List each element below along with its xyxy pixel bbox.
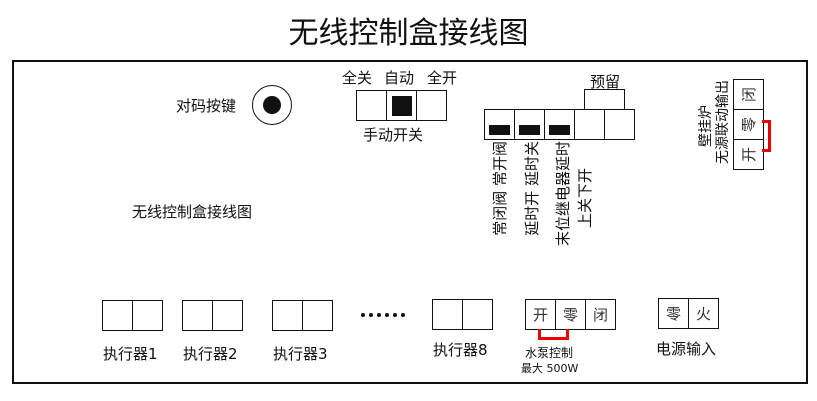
jumper-cap [489,125,510,135]
ellipsis-dot [401,313,405,317]
actuator-8-label: 执行器8 [433,341,488,359]
ellipsis-dot [393,313,397,317]
jumper-2[interactable] [514,109,545,140]
terminal[interactable] [432,299,463,330]
terminal[interactable] [302,300,333,331]
jumper-cap [519,125,540,135]
terminal-label: 开 [739,146,758,163]
power-terminal-neutral[interactable]: 零 [658,298,689,329]
pair-button-center-icon [263,96,281,114]
subtitle: 无线控制盒接线图 [132,203,253,221]
actuator-8-terminal [432,299,493,330]
terminal-label: 零 [739,116,758,133]
boiler-output-label: 无源联动输出 [715,80,731,164]
switch-position-on[interactable] [416,90,447,121]
ellipsis-dot [377,313,381,317]
jumper-3-label: 末位继电器延时 [554,141,572,247]
pump-jumper-wire [538,329,569,340]
jumper-4[interactable] [574,109,605,140]
ellipsis-dot [361,313,365,317]
terminal[interactable] [132,300,163,331]
boiler-jumper-wire [762,120,771,152]
jumper-block [484,109,635,140]
mode-label-off: 全关 [342,69,373,87]
actuator-1-label: 执行器1 [103,345,158,363]
actuator-2-label: 执行器2 [183,345,238,363]
reserved-bracket [584,89,625,110]
mode-label-on: 全开 [427,69,458,87]
boiler-terminal-close[interactable]: 闭 [733,79,764,110]
jumper-4-label: 上关下开 [576,168,594,229]
jumper-3[interactable] [544,109,575,140]
control-box-frame [12,60,808,384]
pump-terminal-open[interactable]: 开 [525,299,556,330]
terminal[interactable] [462,299,493,330]
switch-position-off[interactable] [356,90,387,121]
power-terminal-live[interactable]: 火 [688,298,719,329]
jumper-2-label: 延时开 延时关 [523,141,541,236]
actuator-3-label: 执行器3 [273,345,328,363]
actuator-2-terminal [182,300,243,331]
terminal[interactable] [182,300,213,331]
switch-position-auto[interactable] [386,90,417,121]
jumper-cap [549,125,570,135]
ellipsis-dot [385,313,389,317]
pair-button-label: 对码按键 [176,97,237,115]
pump-label: 水泵控制 [525,346,574,360]
boiler-terminal-open[interactable]: 开 [733,139,764,170]
pair-button[interactable] [252,85,292,125]
pump-max-power: 最大 500W [521,362,579,375]
pump-terminal-neutral[interactable]: 零 [555,299,586,330]
boiler-terminal-block: 闭 零 开 [733,79,764,170]
pump-terminal-block: 开 零 闭 [525,299,616,330]
manual-switch[interactable] [356,90,447,121]
actuator-3-terminal [272,300,333,331]
reserved-label: 预留 [590,73,621,91]
jumper-1[interactable] [484,109,515,140]
terminal[interactable] [212,300,243,331]
actuator-1-terminal [102,300,163,331]
jumper-5[interactable] [604,109,635,140]
power-terminal-block: 零 火 [658,298,719,329]
pump-terminal-close[interactable]: 闭 [585,299,616,330]
terminal[interactable] [272,300,303,331]
switch-knob [391,95,412,116]
terminal[interactable] [102,300,133,331]
jumper-1-label: 常闭阀 常开阀 [491,141,509,236]
mode-label-auto: 自动 [384,69,415,87]
terminal-label: 闭 [739,86,758,103]
power-label: 电源输入 [656,340,717,358]
manual-switch-label: 手动开关 [363,126,424,144]
page-title: 无线控制盒接线图 [288,16,529,51]
ellipsis-dot [369,313,373,317]
boiler-terminal-neutral[interactable]: 零 [733,109,764,140]
